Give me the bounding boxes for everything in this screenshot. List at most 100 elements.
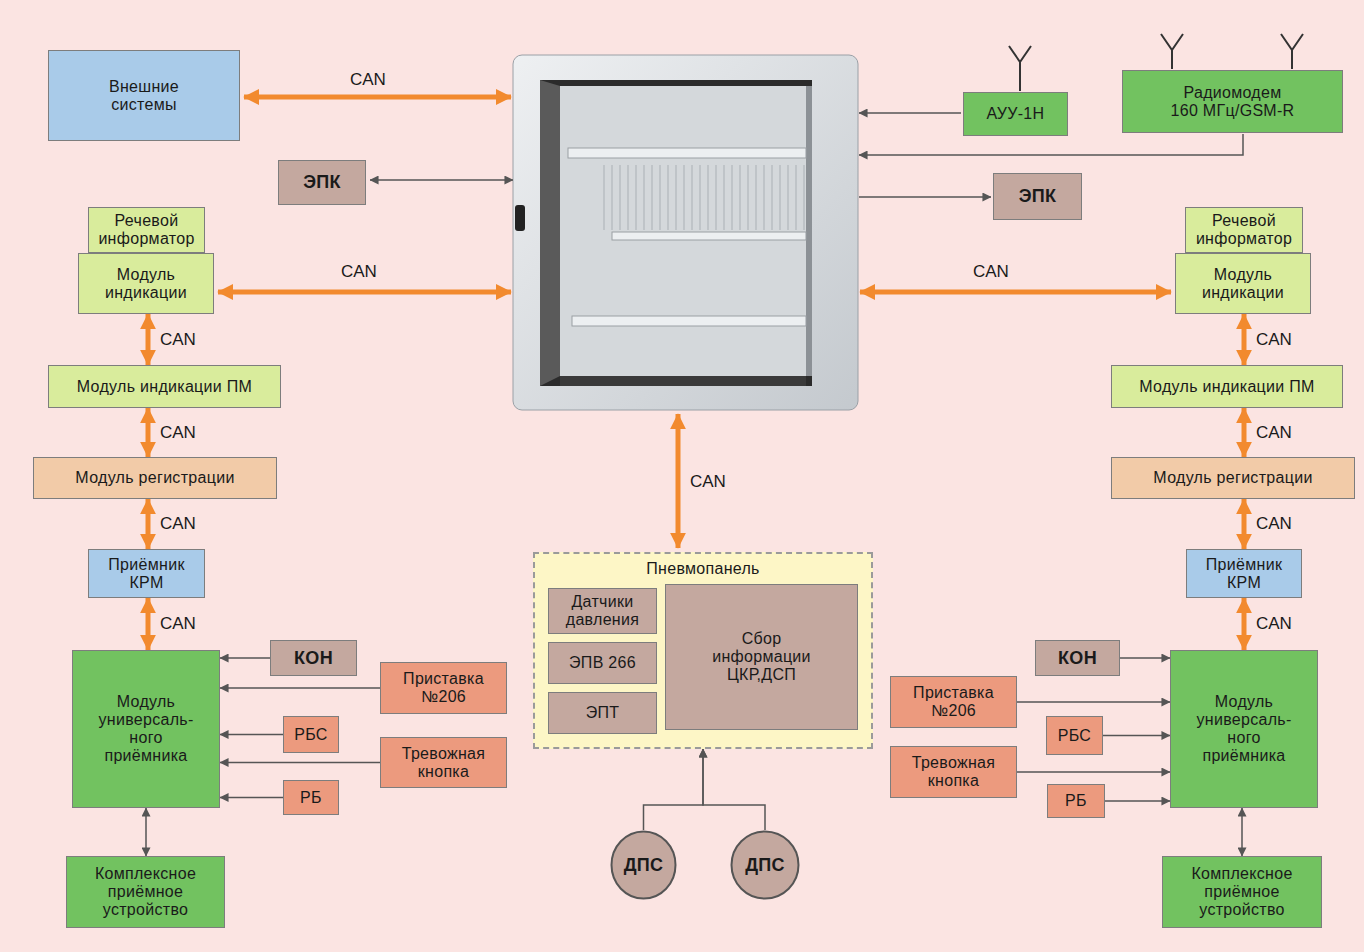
connector <box>1120 657 1170 659</box>
node-text: Сбор информации ЦКР,ДСП <box>707 630 817 684</box>
process-box: Модуль универсаль- ного приёмника <box>72 650 220 808</box>
process-box: ЭПТ <box>548 692 657 734</box>
connector <box>220 657 270 659</box>
node-text: Приёмник КРМ <box>1192 556 1296 592</box>
node-text: Тревожная кнопка <box>896 754 1011 790</box>
sensor-circle: ДПС <box>610 830 677 900</box>
connector <box>1242 314 1247 365</box>
process-box: Приставка №206 <box>380 662 507 714</box>
connector <box>1242 598 1247 650</box>
node-text: КОН <box>1058 648 1097 668</box>
connector <box>1017 701 1170 703</box>
process-box: АУУ-1Н <box>963 92 1068 136</box>
connector <box>145 808 147 856</box>
node-text: ЭПТ <box>586 704 620 722</box>
cabinet-rail <box>612 232 806 240</box>
node-text: Внешние системы <box>94 78 194 114</box>
card-slots <box>600 165 805 230</box>
can-bus-arrow <box>244 95 511 100</box>
process-box: Комплексное приёмное устройство <box>1162 856 1322 928</box>
node-text: КОН <box>294 648 333 668</box>
signal-line <box>859 112 961 114</box>
connector <box>146 314 151 365</box>
process-box: Модуль регистрации <box>1111 457 1355 499</box>
node-text: Приставка №206 <box>896 684 1011 720</box>
signal-line <box>859 196 991 198</box>
node-text: Тревожная кнопка <box>386 745 501 781</box>
process-box: Модуль регистрации <box>33 457 277 499</box>
panel-title: Пневмопанель <box>535 560 871 578</box>
process-box: РБС <box>283 716 339 753</box>
node-text: Модуль регистрации <box>75 469 234 487</box>
cabinet-floor <box>560 376 806 386</box>
antenna-symbol <box>1281 34 1303 69</box>
can-bus-arrow <box>218 290 511 295</box>
process-box: Тревожная кнопка <box>380 737 507 788</box>
connector-label: CAN <box>160 330 196 350</box>
connector-label: CAN <box>160 514 196 534</box>
connector <box>1017 771 1170 773</box>
sensor-circle-shape <box>732 832 799 899</box>
connector <box>644 749 704 830</box>
connector <box>220 797 283 799</box>
can-bus-arrow <box>676 414 681 548</box>
process-box: РБ <box>1047 784 1105 818</box>
signal-line <box>370 179 513 181</box>
cabinet-rail <box>572 316 806 326</box>
node-text: РБС <box>294 726 327 744</box>
panel-group: ПневмопанельДатчики давленияЭПВ 266ЭПТ Сб… <box>533 552 873 749</box>
process-box: ЭПВ 266 <box>548 642 657 684</box>
node-text: Модуль индикации <box>84 266 208 302</box>
node-text: Радиомодем 160 МГц/GSM-R <box>1168 84 1298 120</box>
process-box: Сбор информации ЦКР,ДСП <box>665 584 858 730</box>
can-bus-arrow <box>860 290 1171 295</box>
process-box: ЭПК <box>278 160 366 205</box>
process-box: РБС <box>1046 716 1103 755</box>
sensor-circle: ДПС <box>730 830 800 900</box>
cabinet-back <box>560 86 806 376</box>
cabinet-rail <box>568 148 806 158</box>
connector <box>1105 800 1170 802</box>
connector-label: CAN <box>160 614 196 634</box>
node-text: Модуль индикации ПМ <box>1139 378 1314 396</box>
connector <box>220 687 380 689</box>
connector-label: CAN <box>1256 423 1292 443</box>
cabinet-side <box>806 86 812 376</box>
node-text: РБ <box>300 789 322 807</box>
connector <box>146 598 151 650</box>
connector <box>703 749 765 830</box>
connector <box>1242 499 1247 549</box>
antenna-symbol <box>1161 34 1183 69</box>
sensor-circle-shape <box>612 832 676 899</box>
process-box: Модуль индикации ПМ <box>1111 365 1343 408</box>
process-box: ЭПК <box>993 173 1082 220</box>
bus-label: CAN <box>341 262 377 282</box>
node-text: ДПС <box>745 855 785 875</box>
process-box: Модуль индикации <box>1175 253 1311 314</box>
node-text: РБ <box>1065 792 1087 810</box>
process-box: КОН <box>1035 640 1120 676</box>
bus-label: CAN <box>973 262 1009 282</box>
process-box: КОН <box>270 640 357 676</box>
node-text: Речевой информатор <box>94 212 199 248</box>
node-text: ЭПК <box>303 172 341 192</box>
process-box: Комплексное приёмное устройство <box>66 856 225 928</box>
process-box: РБ <box>283 780 339 815</box>
connector <box>1241 808 1243 856</box>
signal-line <box>859 134 1243 155</box>
node-text: Модуль универсаль- ного приёмника <box>91 693 201 765</box>
process-box: Датчики давления <box>548 588 657 634</box>
connector <box>146 408 151 457</box>
cabinet-side <box>540 80 560 386</box>
node-text: Модуль универсаль- ного приёмника <box>1189 693 1299 765</box>
bus-label: CAN <box>690 472 726 492</box>
connector <box>146 499 151 549</box>
process-box: Радиомодем 160 МГц/GSM-R <box>1122 70 1343 133</box>
node-text: АУУ-1Н <box>987 105 1045 123</box>
node-text: Комплексное приёмное устройство <box>72 865 219 919</box>
connector-label: CAN <box>1256 330 1292 350</box>
node-text: Речевой информатор <box>1191 212 1297 248</box>
process-box: Приставка №206 <box>890 676 1017 728</box>
node-text: ДПС <box>624 855 664 875</box>
